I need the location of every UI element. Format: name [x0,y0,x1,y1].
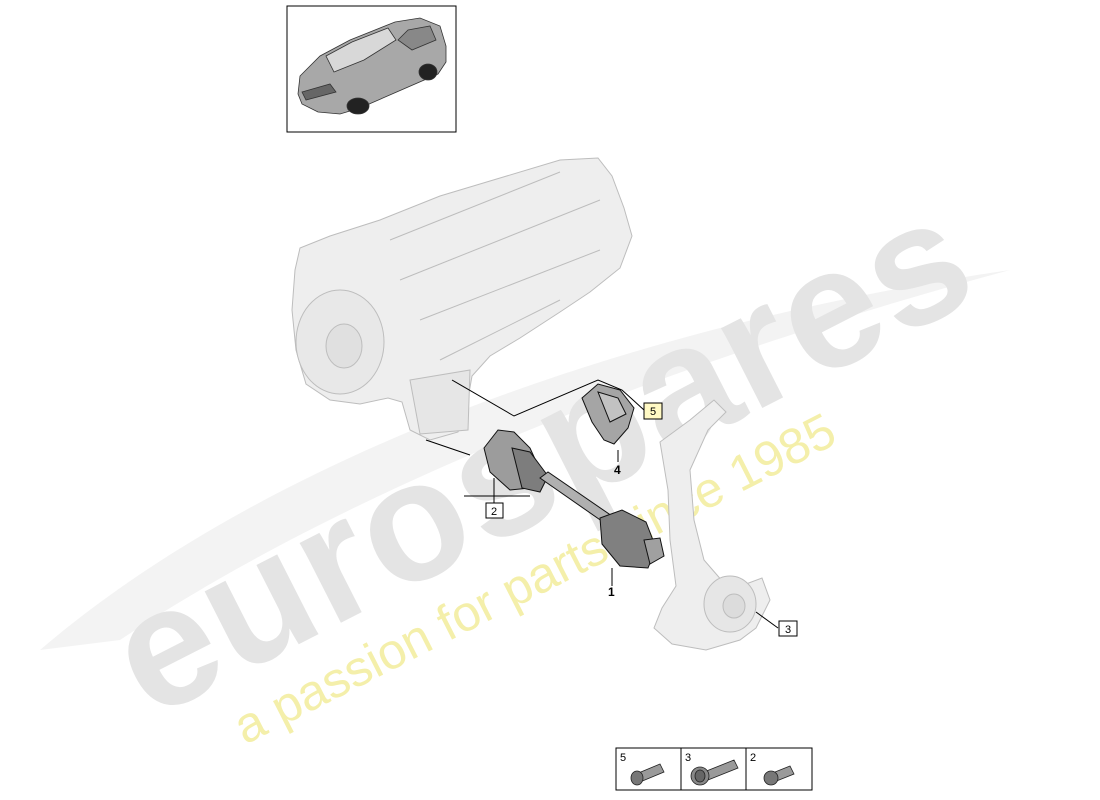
hub-center [722,593,746,619]
transmission-rib-3 [419,249,601,321]
bolt-small-icon [763,765,795,786]
callout-4-label: 4 [614,463,621,477]
car-icon [297,17,447,115]
leader-line-2 [425,439,530,503]
callout-5-box [643,402,663,420]
callout-2[interactable]: 2 [485,502,504,519]
callout-2-box [485,502,504,519]
inner-boot [511,447,549,493]
callout-2-label: 2 [491,506,497,518]
callout-3-label: 3 [785,624,791,636]
callout-3-box [778,620,798,637]
bolt-short-icon [630,763,665,786]
watermark-swoosh [40,270,1010,650]
fastener-cell-2[interactable]: 2 [750,752,795,786]
fastener-cell-2-number: 2 [750,752,756,764]
fastener-cell-5[interactable]: 5 [620,752,665,786]
vehicle-thumbnail [286,5,457,133]
transmission-flange [409,369,471,435]
transmission-ghost [291,157,633,441]
callout-3[interactable]: 3 [778,620,798,637]
fastener-table: 5 3 2 [615,747,813,791]
heat-shield-fold [597,391,627,423]
transmission-rib-4 [439,299,561,361]
callout-1[interactable]: 1 [608,585,615,599]
fastener-cell-3-number: 3 [685,752,691,764]
wheel-carrier-ghost [653,399,771,651]
drive-shaft [483,429,665,569]
torque-converter-hub [325,323,363,369]
fastener-cell-3[interactable]: 3 [685,752,739,786]
transmission-rib-1 [389,171,561,241]
callout-5-label: 5 [650,406,656,418]
leader-line-3 [755,611,779,629]
fastener-cell-5-number: 5 [620,752,626,764]
outer-cv-joint [643,537,665,565]
leader-lines [425,379,779,629]
callout-5[interactable]: 5 [643,402,663,420]
leader-line-5 [451,379,645,417]
heat-shield [581,383,635,445]
callout-4[interactable]: 4 [614,463,621,477]
transmission-rib-2 [399,199,601,281]
callout-1-label: 1 [608,585,615,599]
bolt-flange-icon [690,759,739,786]
